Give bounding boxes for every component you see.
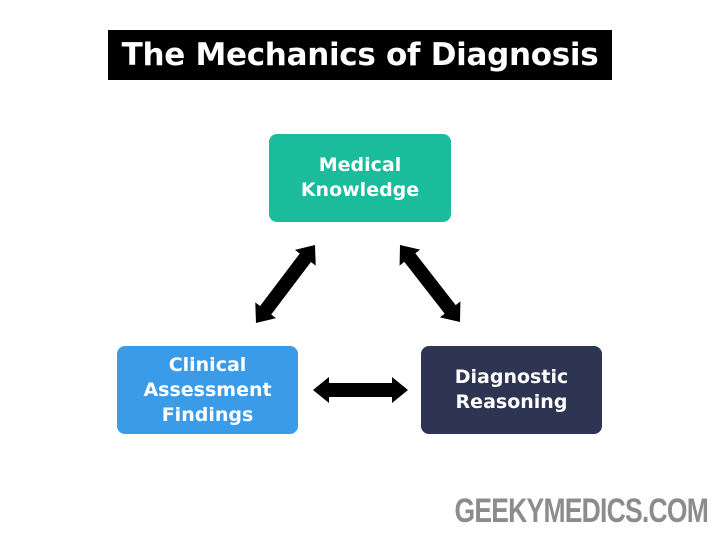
watermark: GEEKYMEDICS.COM: [454, 492, 708, 530]
arrow-knowledge-clinical: [255, 245, 316, 323]
node-medical-knowledge: Medical Knowledge: [269, 134, 451, 222]
node-clinical-assessment-findings: Clinical Assessment Findings: [117, 346, 298, 434]
title-text: The Mechanics of Diagnosis: [121, 37, 599, 73]
node-diagnostic-reasoning: Diagnostic Reasoning: [421, 346, 602, 434]
arrow-knowledge-reasoning: [399, 245, 461, 322]
node-label: Medical Knowledge: [300, 154, 420, 201]
node-label: Diagnostic Reasoning: [454, 366, 569, 413]
arrow-clinical-reasoning: [313, 377, 408, 403]
node-label: Clinical Assessment Findings: [143, 353, 272, 426]
diagram-title: The Mechanics of Diagnosis: [108, 30, 612, 80]
